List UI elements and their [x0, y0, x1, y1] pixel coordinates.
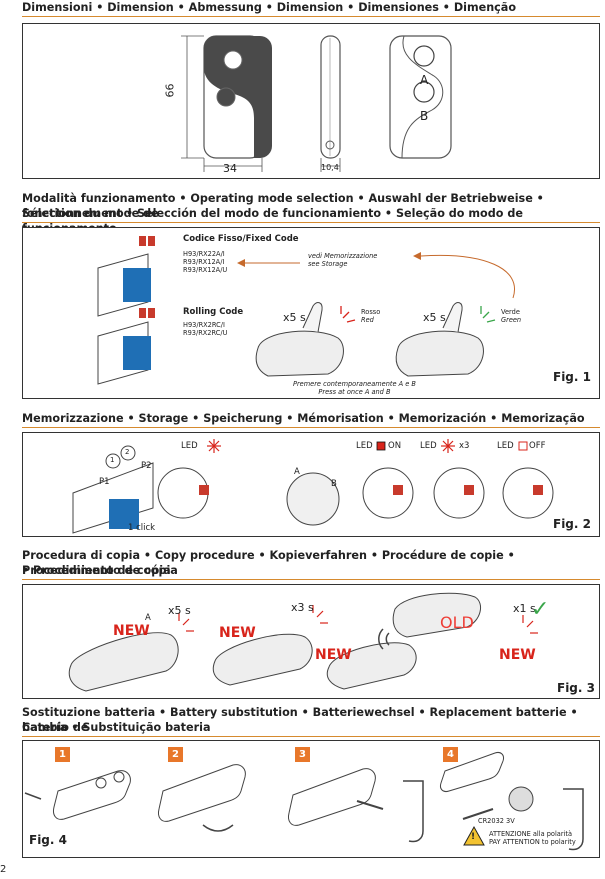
- warn-en: PAY ATTENTION to polarity: [489, 838, 576, 846]
- copy-drawing: [68, 592, 538, 692]
- fixed-code-title: Codice Fisso/Fixed Code: [183, 234, 299, 244]
- button-b-label: B: [420, 109, 429, 123]
- new-remote-label-4: NEW: [499, 647, 536, 663]
- green-en: Green: [501, 316, 522, 324]
- led-on-label: LED: [356, 441, 373, 451]
- see-storage-note: vedi Memorizzazione see Storage: [308, 252, 377, 268]
- copy-title-line2: • Procedimento de cópia: [22, 564, 178, 577]
- fig-1-label: Fig. 1: [553, 370, 591, 384]
- circle-1-label: 1: [110, 456, 115, 464]
- step-2-badge: 2: [168, 747, 183, 762]
- battery-title-line2: batería • Substituição bateria: [22, 721, 211, 734]
- page-number: 2: [0, 864, 7, 875]
- press-instructions: Premere contemporaneamente A e B Press a…: [293, 380, 416, 396]
- storage-title: Memorizzazione • Storage • Speicherung •…: [22, 412, 585, 425]
- battery-type-label: CR2032 3V: [478, 817, 515, 825]
- warn-it: ATTENZIONE alla polarità: [489, 830, 572, 838]
- section-rule: [22, 427, 600, 428]
- width-label: 34: [223, 162, 237, 175]
- mode-title-line1: Modalità funzionamento • Operating mode …: [22, 192, 544, 220]
- press-en: Press at once A and B: [318, 388, 391, 396]
- copy-a-label: A: [145, 613, 151, 623]
- one-click-label: 1 click: [128, 523, 156, 533]
- button-a-label: A: [420, 73, 429, 87]
- battery-panel: 1 2 3 4 CR2032 3V ! ATTENZIONE alla pola…: [22, 740, 600, 858]
- red-led-label: Rosso Red: [361, 308, 380, 324]
- copy-panel: NEW x5 s NEW x3 s NEW OLD NEW x1 s ✓ A F…: [22, 584, 600, 699]
- led-blink-label: LED: [181, 441, 198, 451]
- p2-label: P2: [141, 461, 152, 471]
- section-rule: [22, 736, 600, 737]
- red-it: Rosso: [361, 308, 381, 316]
- check-icon: ✓: [531, 597, 550, 622]
- storage-b-label: B: [331, 479, 337, 489]
- copy-duration-2: x3 s: [291, 601, 314, 614]
- off-label: OFF: [529, 441, 546, 451]
- red-en: Red: [361, 316, 374, 324]
- new-remote-label-1: NEW: [113, 623, 150, 639]
- see-storage-en: see Storage: [308, 260, 348, 268]
- green-led-label: Verde Green: [501, 308, 521, 324]
- mode-panel: Codice Fisso/Fixed Code H93/RX22A/I R93/…: [22, 227, 600, 399]
- dimension-title: Dimensioni • Dimension • Abmessung • Dim…: [22, 1, 517, 14]
- storage-panel: LED LED ON LED x3 LED OFF P1 P2 1 2 1 cl…: [22, 432, 600, 537]
- fixed-model: R93/RX12A/U: [183, 266, 228, 274]
- dimension-drawing: [181, 35, 452, 172]
- battery-drawing: [24, 752, 584, 851]
- step-3-badge: 3: [295, 747, 310, 762]
- green-it: Verde: [501, 308, 520, 316]
- new-remote-label-2: NEW: [219, 625, 256, 641]
- fixed-models: H93/RX22A/I R93/RX12A/I R93/RX12A/U: [183, 250, 227, 274]
- section-rule: [22, 16, 600, 17]
- depth-label: 10,4: [321, 163, 339, 172]
- copy-title-line1: Procedura di copia • Copy procedure • Ko…: [22, 549, 515, 577]
- storage-a-label: A: [294, 467, 300, 477]
- step-4-badge: 4: [443, 747, 458, 762]
- fixed-model: H93/RX22A/I: [183, 250, 225, 258]
- storage-drawing: [72, 439, 554, 534]
- press-it: Premere contemporaneamente A e B: [293, 380, 416, 388]
- new-remote-label-3: NEW: [315, 647, 352, 663]
- rolling-models: H93/RX2RC/I R93/RX2RC/U: [183, 321, 227, 337]
- fig-4-label: Fig. 4: [29, 833, 67, 847]
- rolling-model: H93/RX2RC/I: [183, 321, 225, 329]
- on-label: ON: [388, 441, 402, 451]
- dimension-panel: 66 34 10,4 A B: [22, 23, 600, 179]
- battery-title-line1: Sostituzione batteria • Battery substitu…: [22, 706, 578, 734]
- press-duration-left: x5 s: [283, 311, 306, 324]
- led-off-label: LED: [497, 441, 514, 451]
- old-remote-label: OLD: [440, 613, 474, 632]
- fig-2-label: Fig. 2: [553, 517, 591, 531]
- section-rule: [22, 579, 600, 580]
- see-storage-it: vedi Memorizzazione: [308, 252, 378, 260]
- press-duration-right: x5 s: [423, 311, 446, 324]
- fig-3-label: Fig. 3: [557, 681, 595, 695]
- mode-drawing: [97, 236, 515, 385]
- height-label: 66: [163, 83, 177, 98]
- section-rule: [22, 222, 600, 223]
- fixed-model: R93/RX12A/I: [183, 258, 225, 266]
- rolling-code-title: Rolling Code: [183, 307, 244, 317]
- circle-2-label: 2: [125, 448, 130, 456]
- copy-duration-4: x1 s: [513, 602, 536, 615]
- rolling-model: R93/RX2RC/U: [183, 329, 228, 337]
- p1-label: P1: [99, 477, 110, 487]
- warning-mark: !: [471, 832, 476, 842]
- x3-label: x3: [459, 441, 470, 451]
- step-1-badge: 1: [55, 747, 70, 762]
- copy-duration-1: x5 s: [168, 604, 191, 617]
- polarity-warning: ATTENZIONE alla polarità PAY ATTENTION t…: [489, 830, 576, 846]
- led-x3-label: LED: [420, 441, 437, 451]
